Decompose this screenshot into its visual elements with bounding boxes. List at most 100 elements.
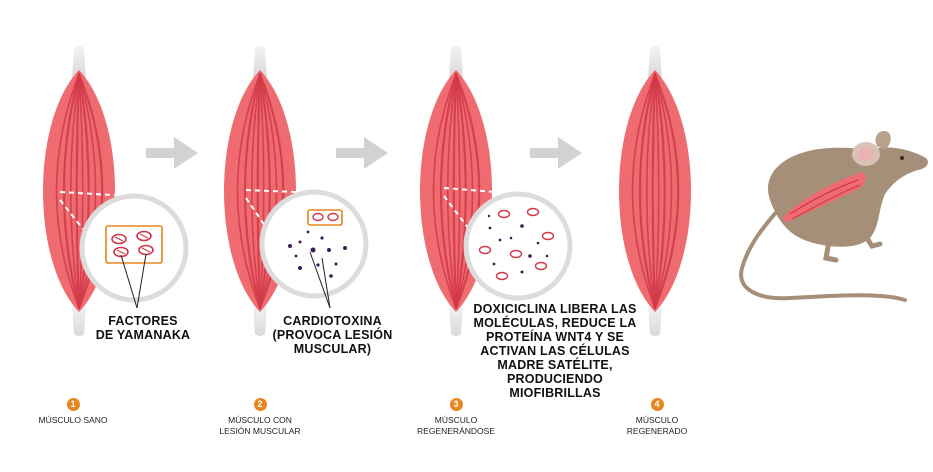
cardio-pointer-1 — [309, 251, 331, 309]
muscle-icon-3-tendon-top — [449, 46, 463, 78]
factor-cell-line — [114, 236, 124, 242]
muscle-icon-4-tendon-bottom — [648, 306, 662, 336]
toxin-dot-2 — [298, 240, 302, 244]
doxiciclina-line-5: MADRE SATÉLITE, — [497, 358, 613, 372]
muscle-icon-4-tendon-top — [648, 46, 662, 78]
zoom-circle-3 — [443, 187, 573, 301]
toxin-dot-12 — [306, 230, 310, 234]
muscle-icon-2-stripe — [250, 73, 261, 309]
muscle-icon-1-stripe — [62, 72, 81, 310]
factor-cell-line — [139, 233, 149, 239]
step-4-number: 4 — [650, 398, 664, 411]
arrow-right-icon-2 — [336, 137, 388, 169]
muscle-icon-1-stripe — [75, 72, 81, 310]
muscle-icon-4-stripe — [645, 73, 656, 309]
arrow-right-icon-3 — [530, 137, 582, 169]
doxiciclina-line-6: PRODUCIENDO — [507, 372, 603, 386]
step-3-caption-2: REGENERÁNDOSE — [417, 426, 495, 436]
arrow-right-icon-2-shape — [336, 137, 388, 169]
muscle-icon-2-tendon-bottom — [253, 306, 267, 336]
toxin-dot-3 — [310, 247, 316, 253]
cardiotoxina-line-2: (PROVOCA LESIÓN — [272, 328, 393, 342]
step-4: 4 MÚSCULO REGENERADO — [597, 398, 717, 437]
regen-cell-6 — [534, 261, 548, 271]
regen-dot-2 — [520, 224, 524, 228]
zoom-circle-2 — [245, 189, 369, 309]
cardio-pointer-2 — [321, 257, 331, 309]
muscle-icon-4-stripe — [651, 72, 657, 310]
muscle-icon-2-stripe — [258, 72, 271, 310]
muscle-icon-3-stripe — [454, 72, 467, 310]
muscle-icon-2-stripe — [243, 72, 262, 310]
factores-label: FACTORES DE YAMANAKA — [88, 314, 198, 342]
muscle-icon-2-tendon-top — [253, 46, 267, 78]
toxin-dot-10 — [294, 254, 298, 258]
doxiciclina-line-3: PROTEÍNA WNT4 Y SE — [485, 330, 625, 344]
mouse-muscle-stripes — [789, 179, 861, 220]
factores-pointer-2 — [136, 253, 147, 309]
muscle-icon-1-stripe — [55, 73, 80, 309]
regen-dot-4 — [498, 238, 502, 242]
muscle-icon-1-stripe — [78, 73, 97, 309]
regen-cell-4 — [478, 245, 492, 255]
toxin-dot-4 — [320, 236, 324, 240]
cardiotoxina-line-3: MUSCULAR) — [293, 342, 372, 356]
muscle-icon-4-stripe — [654, 73, 660, 309]
muscle-icon-4-stripe — [638, 72, 657, 310]
arrow-right-icon-1-shape — [146, 137, 198, 169]
zoom-circle-3-ring — [463, 191, 573, 301]
mouse-ear-back — [875, 130, 891, 150]
step-2: 2 MÚSCULO CON LESIÓN MUSCULAR — [200, 398, 320, 437]
arrow-right-icon-1 — [146, 137, 198, 169]
regen-dot-3 — [536, 241, 540, 245]
regen-cell-7 — [495, 271, 509, 281]
cardiotoxina-label: CARDIOTOXINA (PROVOCA LESIÓN MUSCULAR) — [270, 314, 395, 356]
regen-dot-8 — [545, 254, 549, 258]
step-3-caption-1: MÚSCULO — [434, 415, 478, 425]
cardio-cell-1 — [312, 212, 324, 222]
regen-cell-5 — [509, 249, 523, 259]
mouse-eye — [900, 156, 904, 160]
step-1-number: 1 — [66, 398, 80, 411]
step-1-caption-1: MÚSCULO SANO — [38, 415, 108, 425]
cardio-box — [307, 209, 343, 226]
step-3: 3 MÚSCULO REGENERÁNDOSE — [396, 398, 516, 437]
muscle-icon-3-tendon-bottom — [449, 306, 463, 336]
doxiciclina-line-4: ACTIVAN LAS CÉLULAS — [480, 344, 630, 358]
step-3-number: 3 — [449, 398, 463, 411]
mouse-icon — [739, 130, 928, 302]
muscle-icon-2-stripe — [259, 73, 265, 309]
factores-line-2: DE YAMANAKA — [95, 328, 191, 342]
factor-cell-line — [141, 247, 151, 253]
step-2-number: 2 — [253, 398, 267, 411]
factores-line-1: FACTORES — [108, 314, 178, 328]
step-2-caption-1: MÚSCULO CON — [228, 415, 292, 425]
arrow-right-icon-3-shape — [530, 137, 582, 169]
muscle-icon-4-stripe — [631, 73, 656, 309]
muscle-icon-3-stripe — [439, 72, 458, 310]
regen-dot-10 — [487, 214, 491, 218]
toxin-dot-1 — [288, 244, 292, 248]
muscle-icon-1-stripe — [77, 72, 90, 310]
mouse-body — [768, 147, 928, 247]
cardio-cell-2 — [327, 212, 339, 222]
regen-dot-1 — [488, 226, 492, 230]
regen-dot-6 — [492, 262, 496, 266]
step-1: 1 MÚSCULO SANO — [13, 398, 133, 426]
factores-box — [105, 225, 163, 264]
muscle-icon-2-stripe — [236, 73, 261, 309]
regen-cell-1 — [497, 209, 511, 219]
muscle-icon-4-stripe — [653, 72, 666, 310]
step-2-caption-2: LESIÓN MUSCULAR — [219, 426, 301, 436]
muscle-icon-3-stripe — [446, 73, 457, 309]
zoom-circle-1 — [59, 191, 189, 309]
toxin-dot-5 — [327, 248, 331, 252]
muscle-icon-1-tendon-top — [72, 46, 86, 78]
muscle-icon-4-stripe — [653, 72, 680, 310]
doxiciclina-line-2: MOLÉCULAS, REDUCE LA — [473, 316, 637, 330]
doxiciclina-line-1: DOXICICLINA LIBERA LAS — [473, 302, 637, 316]
muscle-icon-4-stripe — [654, 73, 673, 309]
mouse-ear-inner — [858, 147, 874, 161]
